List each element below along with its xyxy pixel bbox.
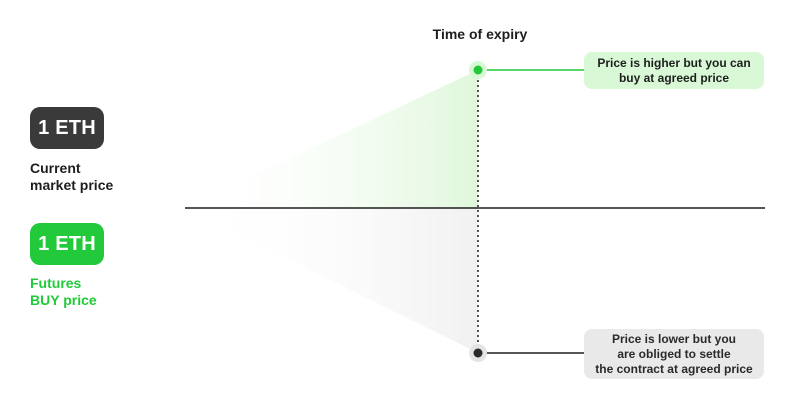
higher-point xyxy=(473,65,483,75)
futures-caption-text: Futures BUY price xyxy=(30,275,97,308)
current-price-caption: Current market price xyxy=(30,160,180,194)
lower-callout-text: Price is lower but you are obliged to se… xyxy=(595,331,753,376)
upper-price-cone xyxy=(185,70,478,208)
expiry-title: Time of expiry xyxy=(432,26,528,42)
lower-price-callout: Price is lower but you are obliged to se… xyxy=(584,329,764,379)
futures-price-caption: Futures BUY price xyxy=(30,275,180,309)
current-caption-text: Current market price xyxy=(30,160,114,193)
lower-price-cone xyxy=(185,208,478,353)
higher-price-callout: Price is higher but you can buy at agree… xyxy=(584,52,764,89)
current-eth-badge: 1 ETH xyxy=(30,107,104,149)
lower-point xyxy=(473,348,483,358)
futures-eth-badge: 1 ETH xyxy=(30,223,104,265)
higher-callout-text: Price is higher but you can buy at agree… xyxy=(597,55,751,85)
